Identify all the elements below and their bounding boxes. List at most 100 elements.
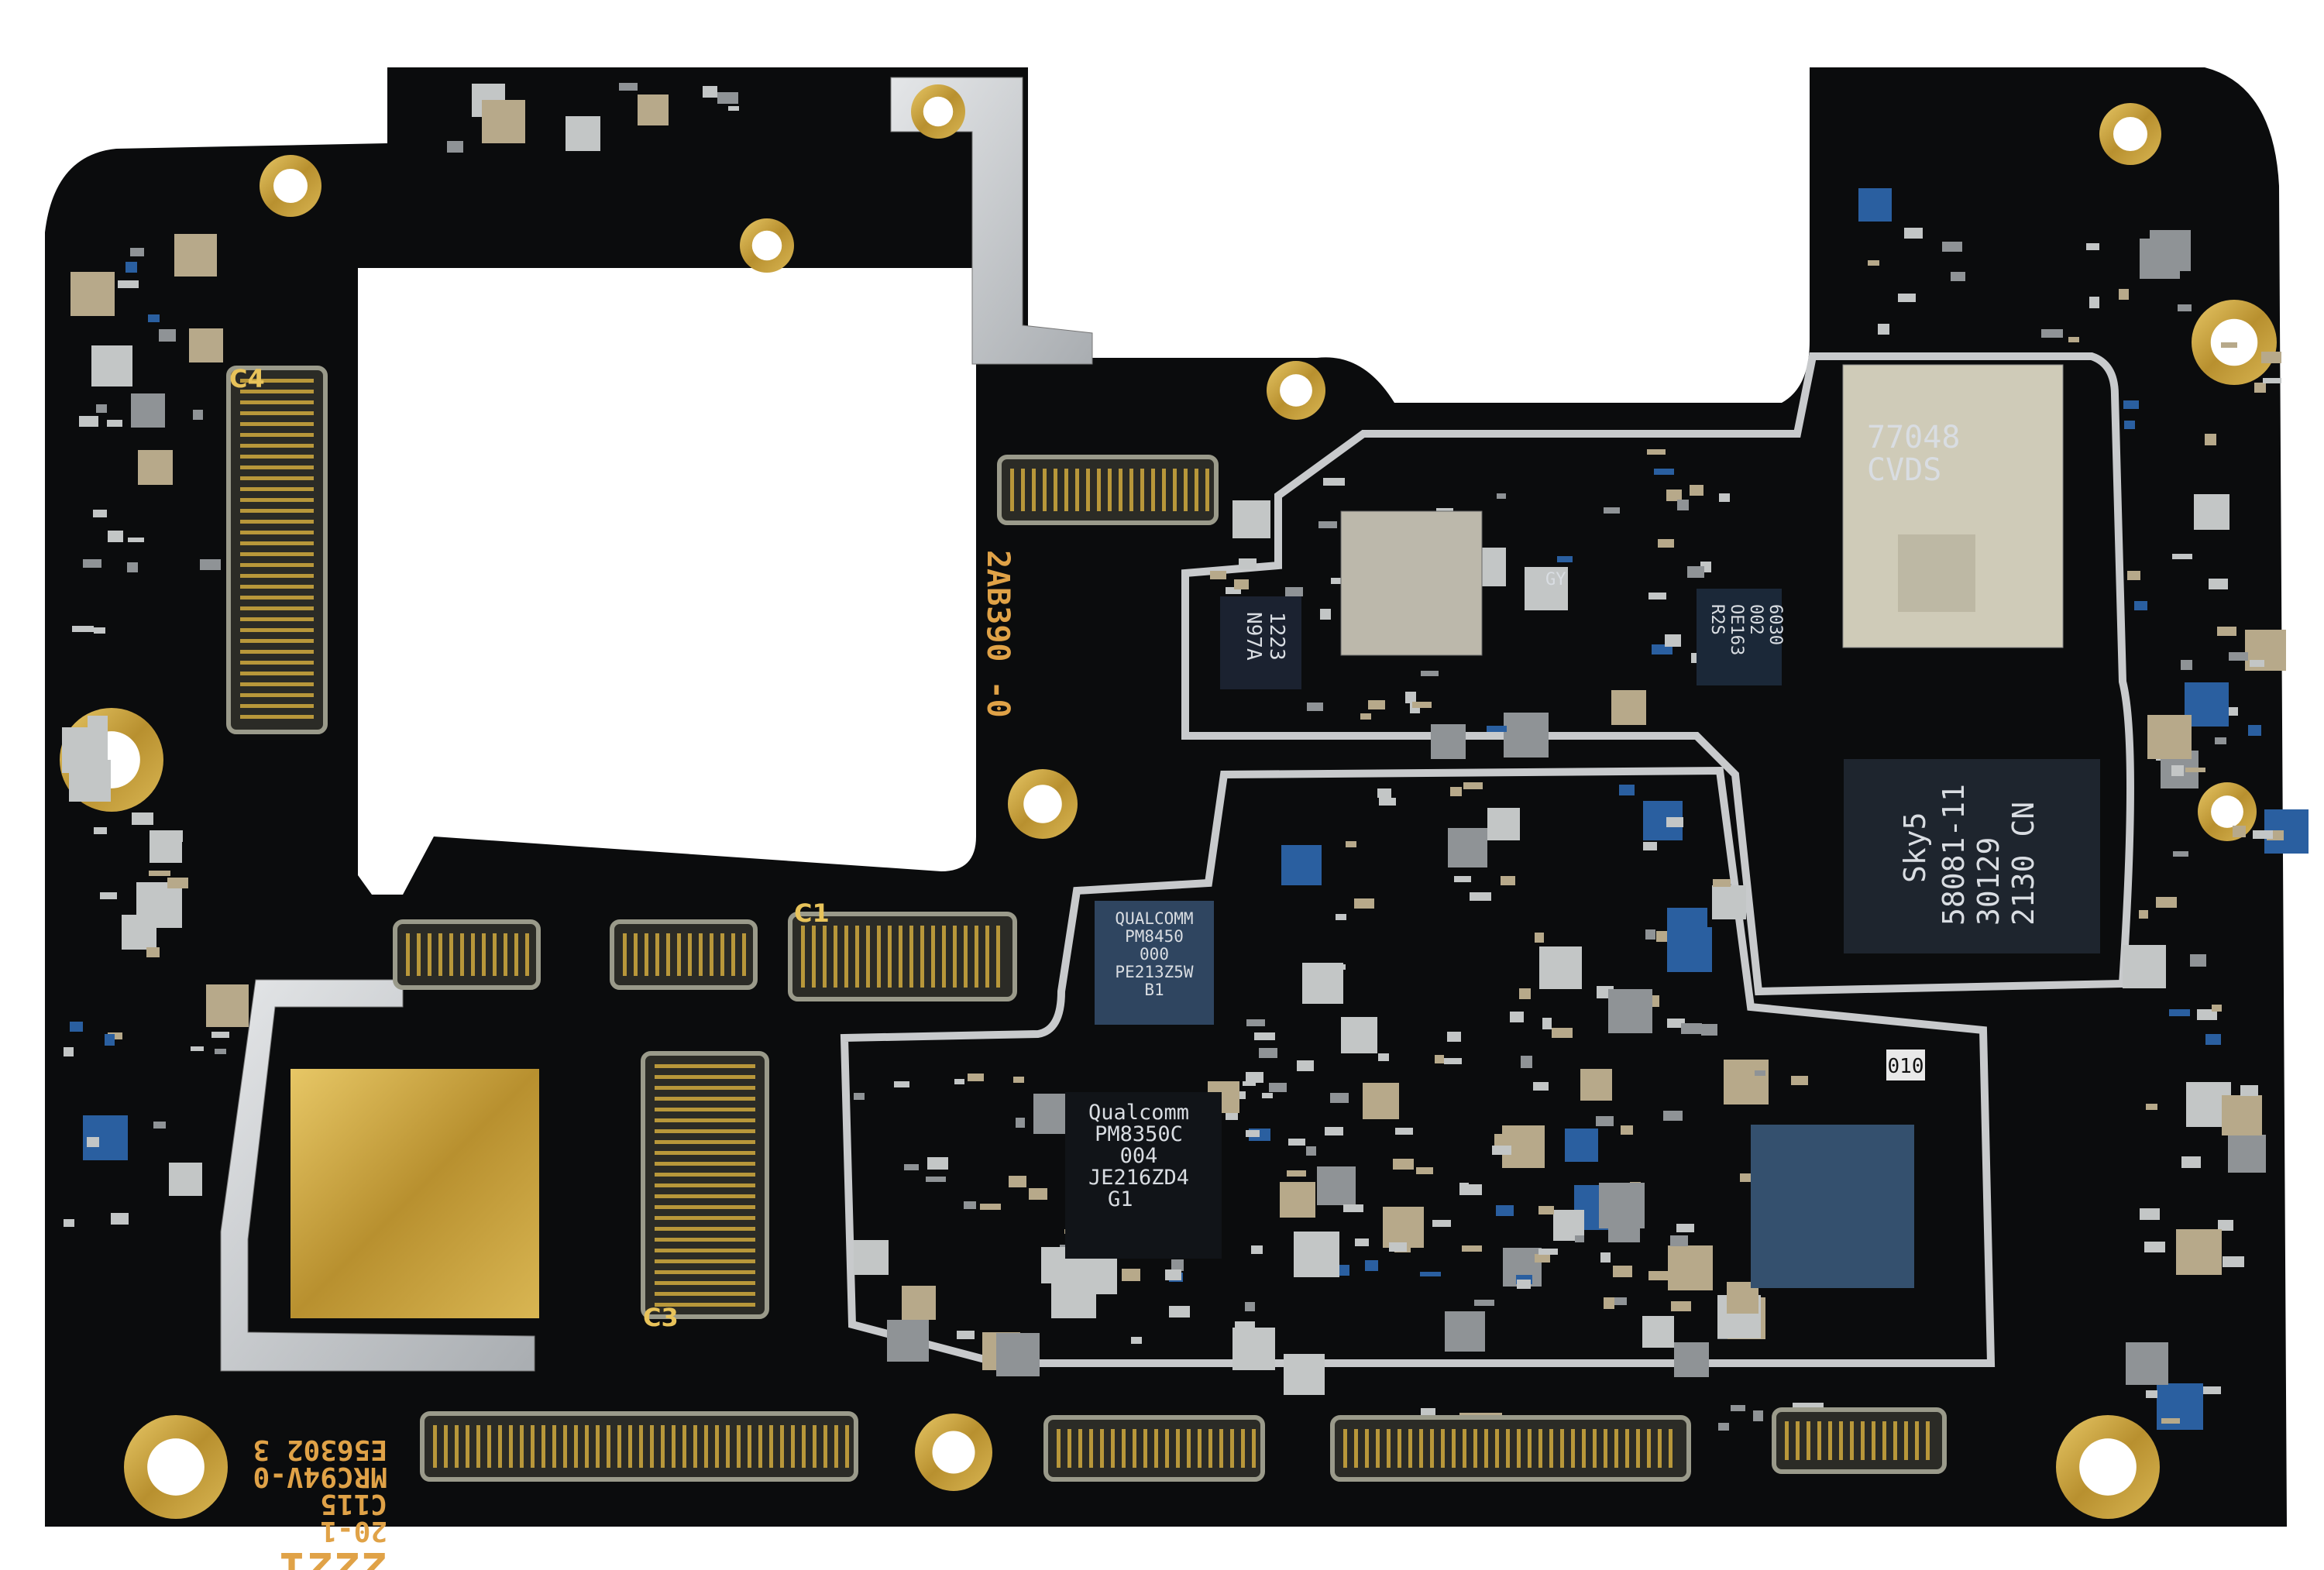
connector-pin xyxy=(1807,1421,1810,1460)
connector-pin xyxy=(655,1129,755,1133)
smd-component xyxy=(1235,1321,1255,1329)
smd-component xyxy=(1251,1245,1263,1254)
connector-pin xyxy=(1230,1429,1234,1468)
connector-pin xyxy=(1205,469,1209,511)
smd-component xyxy=(1405,692,1416,703)
smd-component xyxy=(1687,566,1704,578)
smd-component xyxy=(1009,1176,1026,1187)
smd-component xyxy=(1542,1018,1552,1029)
connector-pin xyxy=(628,1425,632,1468)
connector-pin xyxy=(1593,1429,1597,1468)
pm8450-line-4: PE213Z5W xyxy=(1115,963,1194,981)
connector-pin xyxy=(1528,1429,1532,1468)
connector-pin xyxy=(639,1425,643,1468)
connector-pin xyxy=(985,926,989,988)
connector-pin xyxy=(655,933,659,976)
connector-pin xyxy=(1064,469,1068,511)
smd-component xyxy=(2217,627,2236,636)
connector-pin xyxy=(240,682,314,686)
mounting-hole xyxy=(923,96,954,127)
smd-component xyxy=(2086,243,2099,250)
connector-pin xyxy=(834,1425,838,1468)
smd-component xyxy=(1165,1269,1181,1280)
smd-component xyxy=(125,262,137,273)
smd-component xyxy=(1652,644,1673,654)
smd-component xyxy=(1525,567,1568,610)
smd-component xyxy=(957,1331,975,1339)
smd-component xyxy=(2253,830,2273,839)
connector-pin xyxy=(1419,1429,1423,1468)
connector-pin xyxy=(1614,1429,1618,1468)
connector-pin xyxy=(1241,1429,1245,1468)
smd-component xyxy=(127,562,138,572)
connector-pin xyxy=(531,1425,535,1468)
smd-component xyxy=(904,1164,919,1170)
connector-pin xyxy=(1108,469,1112,511)
smd-component xyxy=(215,1049,226,1054)
smd-component xyxy=(1497,493,1506,499)
connector-pin xyxy=(1506,1429,1510,1468)
connector-pin xyxy=(682,1425,686,1468)
smd-component xyxy=(1029,1188,1047,1200)
connector-pin xyxy=(877,926,881,988)
connector-pin xyxy=(240,704,314,708)
connector-pin xyxy=(520,1425,524,1468)
connector-pin xyxy=(444,1425,448,1468)
connector-pin xyxy=(1397,1429,1401,1468)
smd-component xyxy=(1648,1271,1668,1280)
pmic-pm8450 xyxy=(1095,901,1214,1025)
smd-component xyxy=(980,1204,1001,1210)
connector-pin xyxy=(1097,469,1101,511)
connector-pin xyxy=(240,606,314,610)
connector-pin xyxy=(1387,1429,1391,1468)
connector-pin xyxy=(1430,1429,1434,1468)
smd-component xyxy=(1521,1056,1532,1068)
connector-pin xyxy=(240,444,314,448)
connector-pin xyxy=(471,933,475,976)
smd-component xyxy=(1740,1173,1755,1182)
connector-pin xyxy=(1408,1429,1412,1468)
smd-component xyxy=(191,1046,204,1051)
smd-component xyxy=(79,416,98,427)
smd-component xyxy=(1612,1297,1627,1305)
connector-pin xyxy=(1463,1429,1466,1468)
connector-pin xyxy=(715,1425,719,1468)
smd-component xyxy=(1663,1111,1683,1121)
smd-component xyxy=(1535,1254,1550,1263)
smd-component xyxy=(148,314,160,322)
smd-component xyxy=(1363,1083,1399,1119)
smd-component xyxy=(1557,556,1573,562)
connector-pin xyxy=(1495,1429,1499,1468)
smd-component xyxy=(1246,1072,1263,1083)
connector-pin xyxy=(655,1249,755,1252)
smd-component xyxy=(138,450,173,485)
smd-component xyxy=(118,280,139,288)
smd-component xyxy=(1719,493,1730,502)
smd-component xyxy=(1318,521,1337,528)
smd-component xyxy=(189,328,223,362)
smd-component xyxy=(2146,1390,2157,1398)
smd-component xyxy=(1210,571,1226,579)
connector-pin xyxy=(596,1425,600,1468)
smd-component xyxy=(964,1201,976,1209)
smd-component xyxy=(1868,260,1879,266)
smd-component xyxy=(1753,1410,1763,1421)
smd-component xyxy=(1504,713,1549,758)
smd-component xyxy=(1378,1053,1389,1061)
smd-component xyxy=(638,94,669,125)
smd-component xyxy=(2156,897,2177,908)
smd-component xyxy=(1306,1146,1316,1156)
connector-pin xyxy=(240,455,314,459)
connector-pin xyxy=(240,574,314,578)
connector-pin xyxy=(1882,1421,1886,1460)
smd-component xyxy=(1226,587,1241,594)
smd-component xyxy=(2190,954,2206,967)
connector-pin xyxy=(1219,1429,1223,1468)
smd-component xyxy=(1492,1146,1511,1155)
connector-pin xyxy=(866,926,870,988)
smd-component xyxy=(447,141,463,153)
smd-component xyxy=(1671,1301,1691,1311)
connector-pin xyxy=(428,933,431,976)
smd-component xyxy=(1565,1129,1598,1162)
mounting-hole xyxy=(2113,117,2147,151)
